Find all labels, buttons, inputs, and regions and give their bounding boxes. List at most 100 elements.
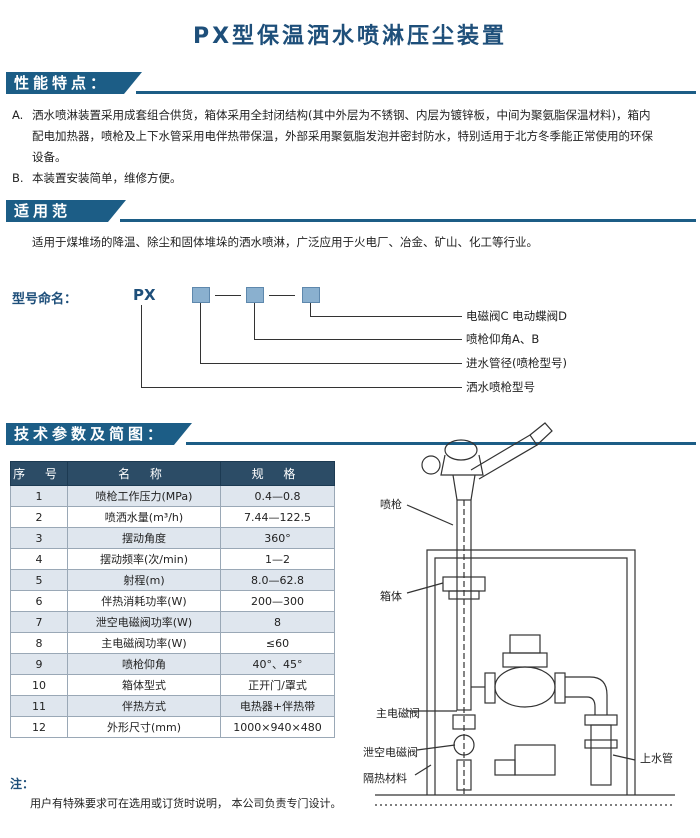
drain-pipe (456, 759, 472, 791)
cell-spec: 0.4—0.8 (220, 485, 335, 507)
note-text: 用户有特殊要求可在选用或订货时说明， 本公司负责专门设计。 (30, 797, 342, 810)
naming-dash (215, 295, 241, 296)
naming-item-gun: 洒水喷枪型号 (466, 380, 535, 394)
cell-spec: 8.0—62.8 (220, 569, 335, 591)
heater-junction (494, 759, 516, 776)
leader-insulation (414, 764, 432, 776)
cell-index: 11 (10, 695, 68, 717)
cell-spec: 200—300 (220, 590, 335, 612)
flange-collar (448, 590, 480, 600)
cell-name: 射程(m) (67, 569, 221, 591)
naming-label: 型号命名： (12, 292, 78, 307)
heater-box (514, 744, 556, 776)
cell-spec: 正开门/罩式 (220, 674, 335, 696)
header-rule (120, 219, 696, 222)
naming-box-2 (246, 287, 264, 303)
note-title: 注： (10, 777, 35, 791)
cell-spec: 360° (220, 527, 335, 549)
section-header-features: 性能特点： (6, 72, 696, 98)
cell-name: 摆动角度 (67, 527, 221, 549)
cell-name: 伴热方式 (67, 695, 221, 717)
cell-index: 10 (10, 674, 68, 696)
naming-connector (200, 303, 201, 363)
table-header-row: 序 号 名 称 规 格 (10, 461, 335, 486)
valve-bonnet (502, 652, 548, 668)
naming-item-angle: 喷枪仰角A、B (466, 332, 540, 346)
cell-index: 9 (10, 653, 68, 675)
leader-gun (406, 504, 454, 526)
cell-index: 6 (10, 590, 68, 612)
col-header-name: 名 称 (67, 461, 221, 486)
page-title: PX型保温洒水喷淋压尘装置 (192, 24, 508, 49)
valve-body (494, 666, 556, 708)
cell-name: 外形尺寸(mm) (67, 716, 221, 738)
feature-b-label: B. (12, 171, 24, 185)
naming-connector (200, 363, 462, 364)
naming-dash (269, 295, 295, 296)
cell-name: 泄空电磁阀功率(W) (67, 611, 221, 633)
cell-index: 4 (10, 548, 68, 570)
cell-index: 5 (10, 569, 68, 591)
cell-name: 主电磁阀功率(W) (67, 632, 221, 654)
header-slant (108, 200, 126, 222)
diagram-label-insulation: 隔热材料 (363, 772, 407, 785)
cell-index: 12 (10, 716, 68, 738)
cell-spec: 1000×940×480 (220, 716, 335, 738)
equipment-diagram (375, 422, 675, 806)
diagram-label-main-valve: 主电磁阀 (376, 707, 420, 720)
cell-index: 2 (10, 506, 68, 528)
gun-barrel (470, 434, 538, 480)
feature-a: A.洒水喷淋装置采用成套组合供货，箱体采用全封闭结构(其中外层为不锈钢、内层为镀… (12, 105, 692, 168)
section-header-scope: 适用范围： (6, 200, 696, 242)
section-title: 技术参数及简图： (6, 423, 174, 445)
diagram-label-drain-valve: 泄空电磁阀 (363, 746, 418, 759)
naming-connector (141, 305, 142, 387)
leader-box (406, 582, 444, 594)
section-title: 适用范围： (6, 200, 108, 242)
cell-spec: 8 (220, 611, 335, 633)
feature-b: B. 本装置安装简单，维修方便。 (12, 168, 692, 189)
feature-a-line3: 设备。 (32, 150, 67, 164)
cell-spec: 1—2 (220, 548, 335, 570)
gun-body (440, 454, 484, 476)
cell-index: 8 (10, 632, 68, 654)
section-title: 性能特点： (6, 72, 124, 94)
lower-flange-top (584, 714, 618, 726)
leader-inlet-pipe (612, 754, 636, 761)
cell-index: 1 (10, 485, 68, 507)
cell-name: 喷枪工作压力(MPa) (67, 485, 221, 507)
col-header-spec: 规 格 (220, 461, 335, 486)
header-rule (136, 91, 696, 94)
diagram-label-box: 箱体 (380, 590, 402, 603)
naming-box-1 (192, 287, 210, 303)
cell-spec: ≤60 (220, 632, 335, 654)
feature-a-line1: A.洒水喷淋装置采用成套组合供货，箱体采用全封闭结构(其中外层为不锈钢、内层为镀… (12, 105, 692, 126)
feature-a-line2: 配电加热器，喷枪及上下水管采用电伴热带保温，外部采用聚氨脂发泡并密封防水，特别适… (32, 129, 653, 143)
naming-connector (254, 303, 255, 339)
cell-index: 7 (10, 611, 68, 633)
naming-box-3 (302, 287, 320, 303)
drain-valve-top (452, 714, 476, 730)
valve-flange-left (484, 672, 496, 704)
cell-name: 喷洒水量(m³/h) (67, 506, 221, 528)
diagram-label-inlet-pipe: 上水管 (640, 752, 673, 765)
naming-connector (310, 316, 462, 317)
col-header-index: 序 号 (10, 461, 68, 486)
cell-index: 3 (10, 527, 68, 549)
scope-text: 适用于煤堆场的降温、除尘和固体堆垛的洒水喷淋，广泛应用于火电厂、冶金、矿山、化工… (32, 235, 538, 249)
gun-head (444, 439, 478, 461)
lower-flange-mid (584, 739, 618, 749)
feature-b-text: 本装置安装简单，维修方便。 (32, 171, 182, 185)
cell-name: 摆动频率(次/min) (67, 548, 221, 570)
naming-connector (310, 303, 311, 316)
feature-a-label: A. (12, 108, 24, 122)
